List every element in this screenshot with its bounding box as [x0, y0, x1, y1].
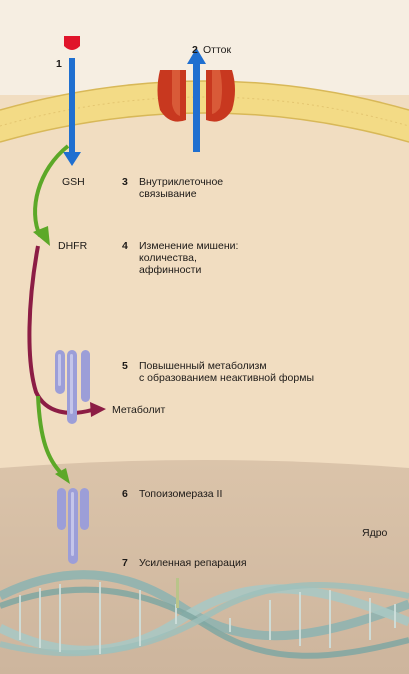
repair-enzyme-mark	[176, 578, 179, 608]
mechanism-1-number: 1	[56, 58, 62, 70]
topoisomerase-enzyme	[57, 488, 89, 564]
mechanism-6-number: 6	[122, 488, 128, 500]
binding-arrow	[33, 144, 70, 246]
mechanism-3-number: 3	[122, 176, 128, 188]
drug-molecule-icon	[64, 36, 80, 50]
efflux-arrow	[187, 48, 206, 152]
metabolite-label: Метаболит	[112, 404, 166, 416]
mechanism-7-number: 7	[122, 557, 128, 569]
efflux-pump	[157, 70, 235, 122]
metabolic-enzyme	[55, 350, 90, 424]
mechanism-5-label: Повышенный метаболизм с образованием неа…	[139, 360, 315, 384]
nucleus-region	[0, 460, 409, 674]
dna-helix	[0, 570, 409, 659]
influx-arrow	[63, 58, 81, 166]
cell-membrane	[0, 80, 409, 143]
mechanism-6-label: Топоизомераза II	[139, 488, 223, 500]
nucleus-label: Ядро	[362, 527, 388, 539]
mechanism-4-label: Изменение мишени: количества, аффинности	[139, 240, 239, 276]
mechanism-7-label: Усиленная репарация	[139, 557, 247, 569]
mechanism-3-label: Внутриклеточное связывание	[139, 176, 224, 200]
gsh-label: GSH	[62, 176, 85, 188]
mechanism-2-label: Отток	[203, 44, 232, 56]
target-arrow	[36, 395, 70, 484]
mechanism-4-number: 4	[122, 240, 128, 252]
mechanism-2-number: 2	[192, 44, 198, 56]
dhfr-label: DHFR	[58, 240, 88, 252]
mechanism-5-number: 5	[122, 360, 128, 372]
